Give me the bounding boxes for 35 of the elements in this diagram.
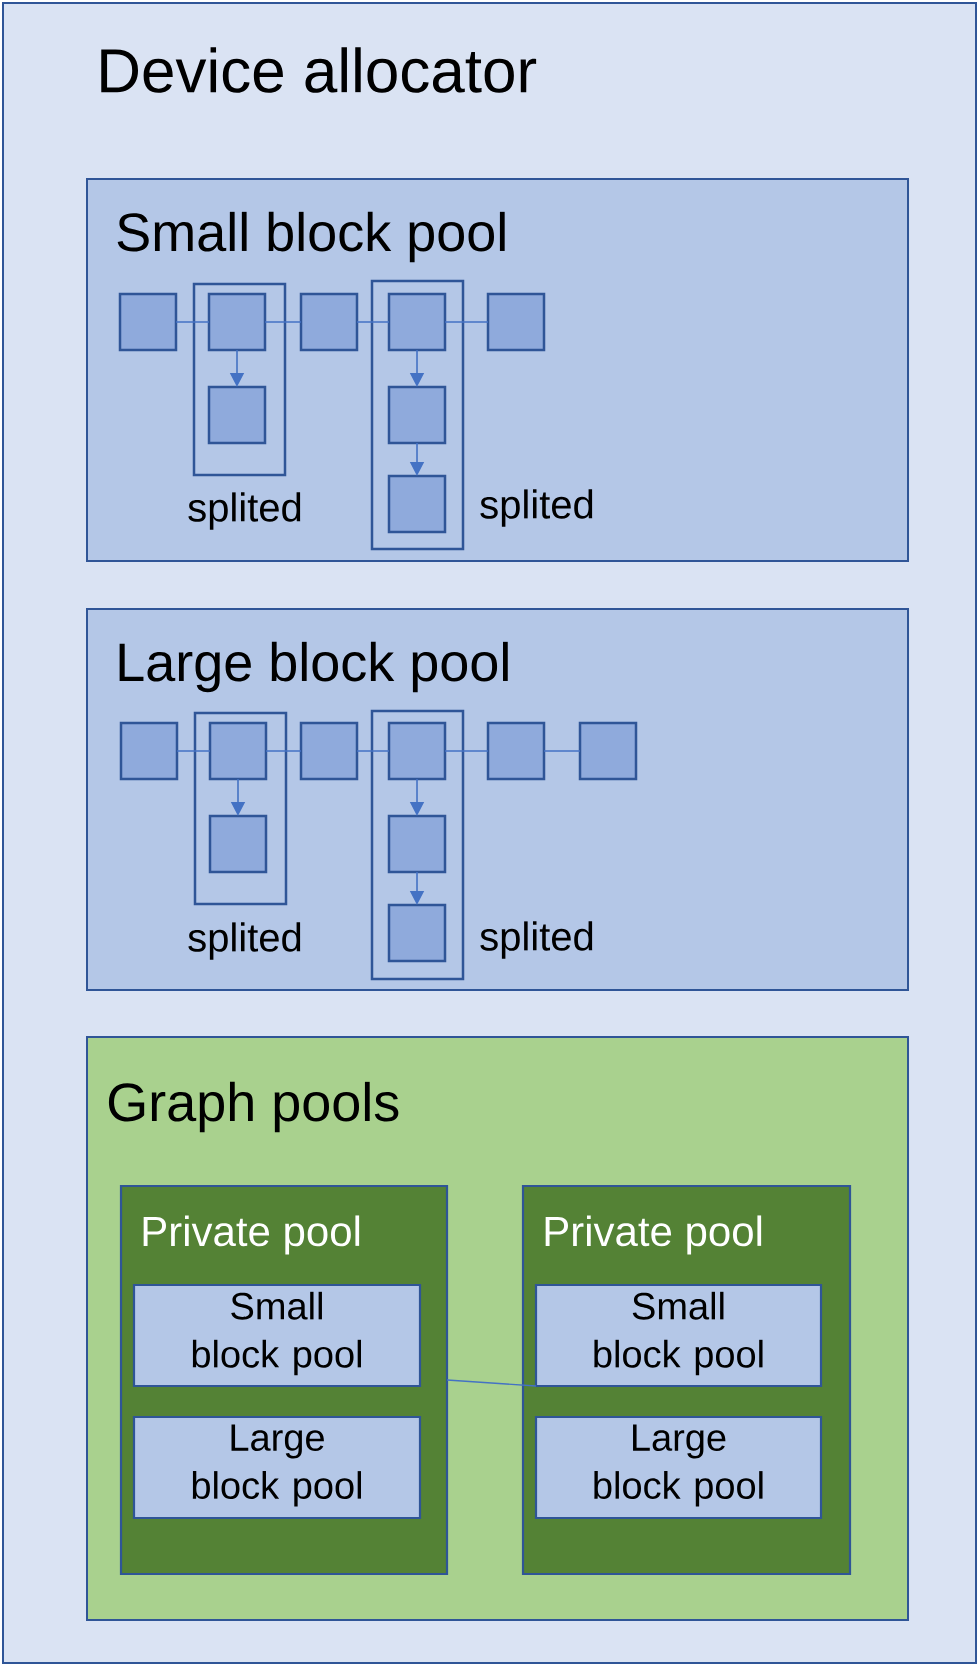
link-line [356,750,390,752]
block-square [208,721,268,781]
block-square [207,385,267,445]
block-square [118,292,178,352]
pool-box: Large block pool [132,1415,422,1520]
link-line [543,750,581,752]
caption-label: splited [480,489,593,527]
block-square [299,721,359,781]
link-line [175,321,210,323]
link-line [264,321,302,323]
block-square [578,721,638,781]
block-square [387,474,447,534]
block-square [207,292,267,352]
pool-box: Large block pool [534,1415,823,1520]
pool-box: Small block pool [132,1283,422,1388]
block-square [387,721,447,781]
link-line [446,1379,537,1387]
link-line [265,750,302,752]
link-line [444,321,489,323]
block-square [387,292,447,352]
block-square [299,292,359,352]
block-square [387,814,447,874]
pool-box: Small block pool [534,1283,823,1388]
caption-label: splited [188,922,301,960]
caption-label: splited [188,492,301,530]
link-line [444,750,489,752]
block-square [119,721,179,781]
link-line [176,750,211,752]
link-line [356,321,390,323]
block-square [208,814,268,874]
caption-label: splited [480,921,593,959]
block-square [387,903,447,963]
block-square [387,385,447,445]
block-square [486,721,546,781]
block-square [486,292,546,352]
